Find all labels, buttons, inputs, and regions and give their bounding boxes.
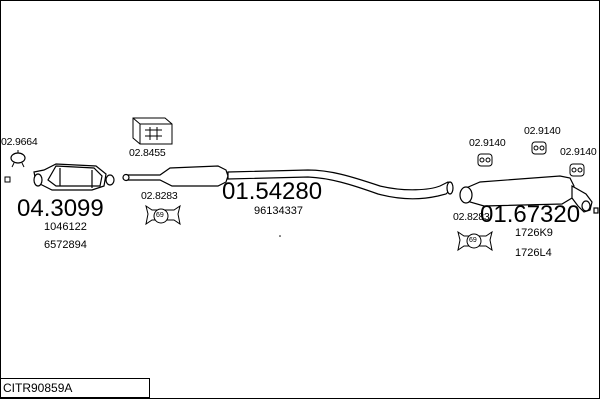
reference-label: CITR90859A bbox=[3, 381, 73, 395]
catalyst-icon bbox=[33, 163, 115, 191]
clamp-front-code: 02.8283 bbox=[141, 190, 178, 202]
catalyst-oem-1: 1046122 bbox=[44, 221, 87, 233]
rear-silencer-oem-1: 1726K9 bbox=[515, 227, 553, 239]
rear-silencer-code: 01.67320 bbox=[480, 201, 581, 228]
middle-silencer-oem-1: 96134337 bbox=[254, 205, 303, 217]
front-gasket-code: 02.9664 bbox=[1, 136, 38, 148]
hanger-c-code: 02.9140 bbox=[560, 146, 597, 158]
clamp-rear-code: 02.8283 bbox=[453, 211, 490, 223]
fitting-kit-code: 02.8455 bbox=[129, 147, 166, 159]
hanger-b-code: 02.9140 bbox=[524, 125, 561, 137]
middle-silencer-icon bbox=[122, 165, 454, 200]
fitting-kit-box-icon bbox=[132, 117, 173, 145]
reference-box bbox=[0, 378, 150, 398]
clamp-front-icon bbox=[145, 204, 181, 226]
hanger-c-icon bbox=[569, 163, 585, 177]
clamp-rear-icon bbox=[457, 230, 493, 252]
hanger-b-icon bbox=[531, 141, 547, 155]
clamp-rear-badge: 69 bbox=[469, 237, 477, 244]
marker-square-icon bbox=[4, 176, 11, 183]
hanger-a-icon bbox=[477, 153, 493, 167]
dot-marker bbox=[279, 235, 281, 237]
front-gasket-icon bbox=[10, 150, 26, 168]
hanger-a-code: 02.9140 bbox=[469, 137, 506, 149]
middle-silencer-code: 01.54280 bbox=[222, 178, 323, 205]
clamp-front-badge: 69 bbox=[156, 212, 164, 219]
rear-silencer-icon bbox=[459, 175, 599, 214]
rear-silencer-oem-2: 1726L4 bbox=[515, 247, 552, 259]
catalyst-oem-2: 6572894 bbox=[44, 239, 87, 251]
catalyst-code: 04.3099 bbox=[17, 195, 104, 222]
